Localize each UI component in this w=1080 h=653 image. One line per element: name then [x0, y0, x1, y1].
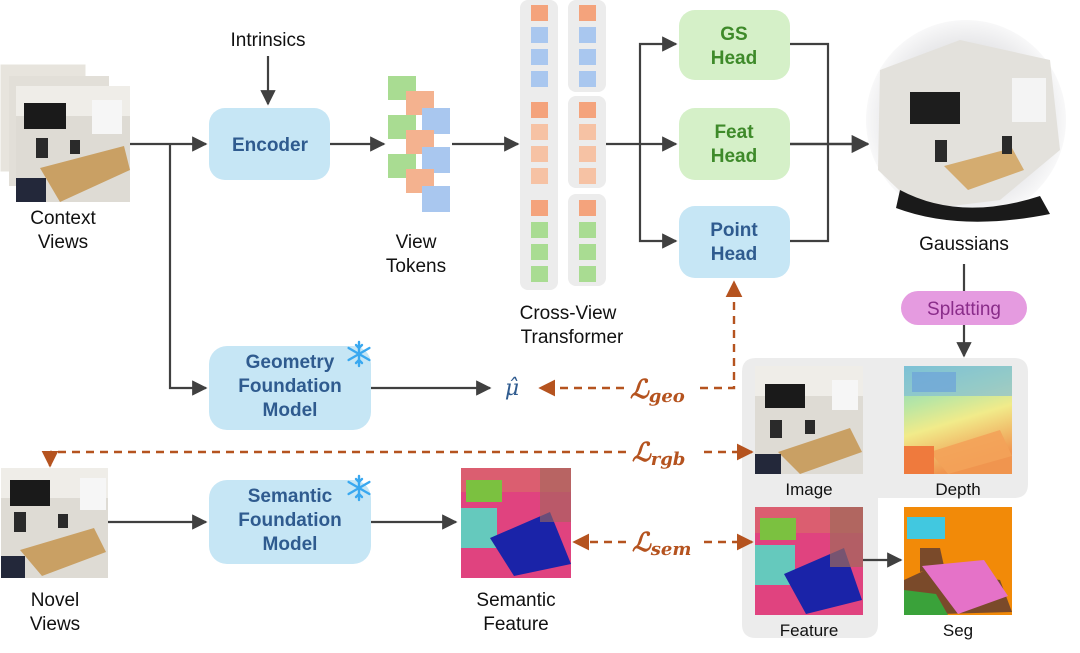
- novel-views-label-line1: Novel: [31, 590, 80, 611]
- novel-views-label-line2: Views: [30, 614, 80, 635]
- context-views-label-line1: Context: [30, 208, 96, 229]
- rendered-feature-thumbnail: [755, 507, 863, 615]
- depth-label: Depth: [935, 480, 980, 499]
- semantic-label-line1: Semantic: [248, 486, 333, 507]
- encoder-box: Encoder: [209, 108, 330, 180]
- view-token: [422, 147, 450, 173]
- gaussians-label: Gaussians: [919, 234, 1009, 255]
- rendered-depth-thumbnail: [904, 366, 1012, 474]
- loss-geo-label: ℒgeo: [630, 375, 685, 407]
- rendered-seg-thumbnail: [904, 507, 1012, 615]
- snowflake-icon: [347, 340, 371, 368]
- semantic-feature-label-line2: Feature: [483, 614, 548, 635]
- encoder-label: Encoder: [232, 135, 309, 156]
- context-views-stack: [0, 63, 130, 202]
- gs-head-label-line2: Head: [711, 48, 757, 69]
- transformer-to-point-arrow: [638, 144, 678, 249]
- view-token: [422, 108, 450, 134]
- geometry-foundation-model-box: Geometry Foundation Model: [209, 346, 371, 430]
- context-view-photo-1: [16, 86, 130, 202]
- intrinsics-label: Intrinsics: [231, 30, 306, 51]
- image-label: Image: [785, 480, 832, 499]
- context-to-geometry-arrow: [168, 144, 208, 396]
- feat-head-label-line2: Head: [711, 146, 757, 167]
- semantic-feature-label-line1: Semantic: [476, 590, 555, 611]
- point-head-label-line1: Point: [710, 220, 758, 241]
- semantic-label-line3: Model: [263, 534, 318, 555]
- gaussians-image: [866, 20, 1066, 222]
- snowflake-icon: [347, 474, 371, 502]
- mu-hat-symbol: μ̂: [505, 376, 519, 401]
- geometry-label-line2: Foundation: [238, 376, 341, 397]
- feature-label: Feature: [780, 621, 839, 640]
- rendered-image-thumbnail: [755, 366, 863, 474]
- novel-view-photo: [1, 468, 108, 578]
- view-tokens-group: [388, 76, 450, 212]
- feat-head-label-line1: Feat: [714, 122, 754, 143]
- seg-label: Seg: [943, 621, 973, 640]
- geometry-label-line3: Model: [263, 400, 318, 421]
- view-token: [422, 186, 450, 212]
- heads-merge-bracket: [790, 42, 830, 243]
- transformer-label-line1: Cross-View: [520, 303, 617, 324]
- context-views-label-line2: Views: [38, 232, 88, 253]
- gs-head-box: GS Head: [679, 10, 790, 80]
- view-tokens-label-line1: View: [396, 232, 437, 253]
- semantic-feature-map: [461, 468, 571, 578]
- point-head-box: Point Head: [679, 206, 790, 278]
- transformer-token-columns: [531, 5, 596, 282]
- view-tokens-label-line2: Tokens: [386, 256, 446, 277]
- transformer-to-gs-arrow: [638, 36, 678, 144]
- semantic-label-line2: Foundation: [238, 510, 341, 531]
- point-head-label-line2: Head: [711, 244, 757, 265]
- loss-rgb-label: ℒrgb: [632, 438, 685, 470]
- feat-head-box: Feat Head: [679, 108, 790, 180]
- splatting-label: Splatting: [927, 299, 1001, 320]
- loss-geo-arrow-up: [700, 280, 743, 390]
- loss-sem-label: ℒsem: [632, 528, 691, 560]
- transformer-label-line2: Transformer: [521, 327, 624, 348]
- semantic-foundation-model-box: Semantic Foundation Model: [209, 480, 371, 564]
- splatting-box: Splatting: [901, 291, 1027, 325]
- cross-view-transformer: [520, 0, 606, 290]
- geometry-label-line1: Geometry: [246, 352, 335, 373]
- gs-head-label-line1: GS: [720, 24, 747, 45]
